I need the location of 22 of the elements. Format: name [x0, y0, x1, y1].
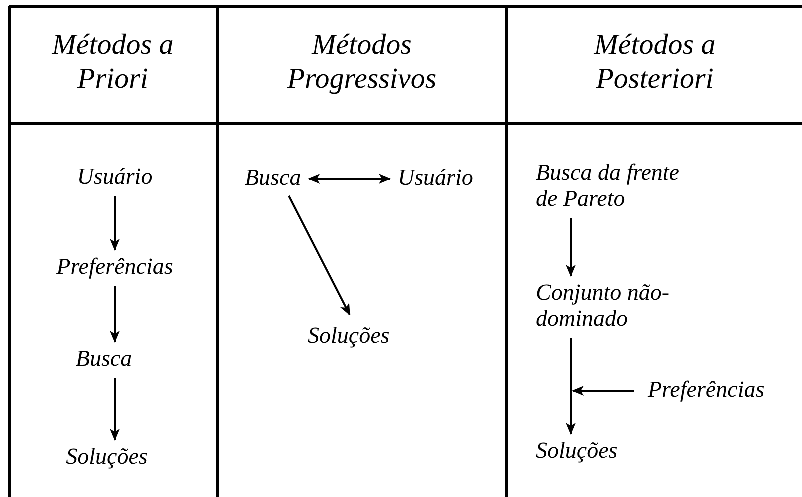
flow-text: Busca da frente de Pareto [536, 160, 701, 212]
flow-text: Busca [76, 346, 132, 372]
flow-text: Preferências [56, 254, 174, 280]
flow-text: Soluções [66, 444, 148, 470]
flow-text: Usuário [398, 165, 474, 191]
arrow [572, 386, 634, 396]
flow-text: Conjunto não-dominado [536, 280, 686, 332]
column-header: Métodos Progressivos [286, 28, 438, 96]
flow-text: Preferências [648, 377, 765, 403]
flow-text: Soluções [536, 438, 618, 464]
flow-text: Usuário [77, 164, 153, 190]
flow-text: Busca [245, 165, 302, 191]
arrow [566, 218, 576, 277]
column-header: Métodos a Posteriori [593, 28, 717, 96]
arrow [566, 338, 576, 435]
arrow [308, 174, 391, 184]
column-header: Métodos a Priori [51, 28, 175, 96]
arrow [110, 286, 120, 343]
flow-text: Soluções [308, 323, 390, 349]
arrow [110, 378, 120, 441]
arrow [288, 196, 351, 316]
arrow [110, 196, 120, 251]
